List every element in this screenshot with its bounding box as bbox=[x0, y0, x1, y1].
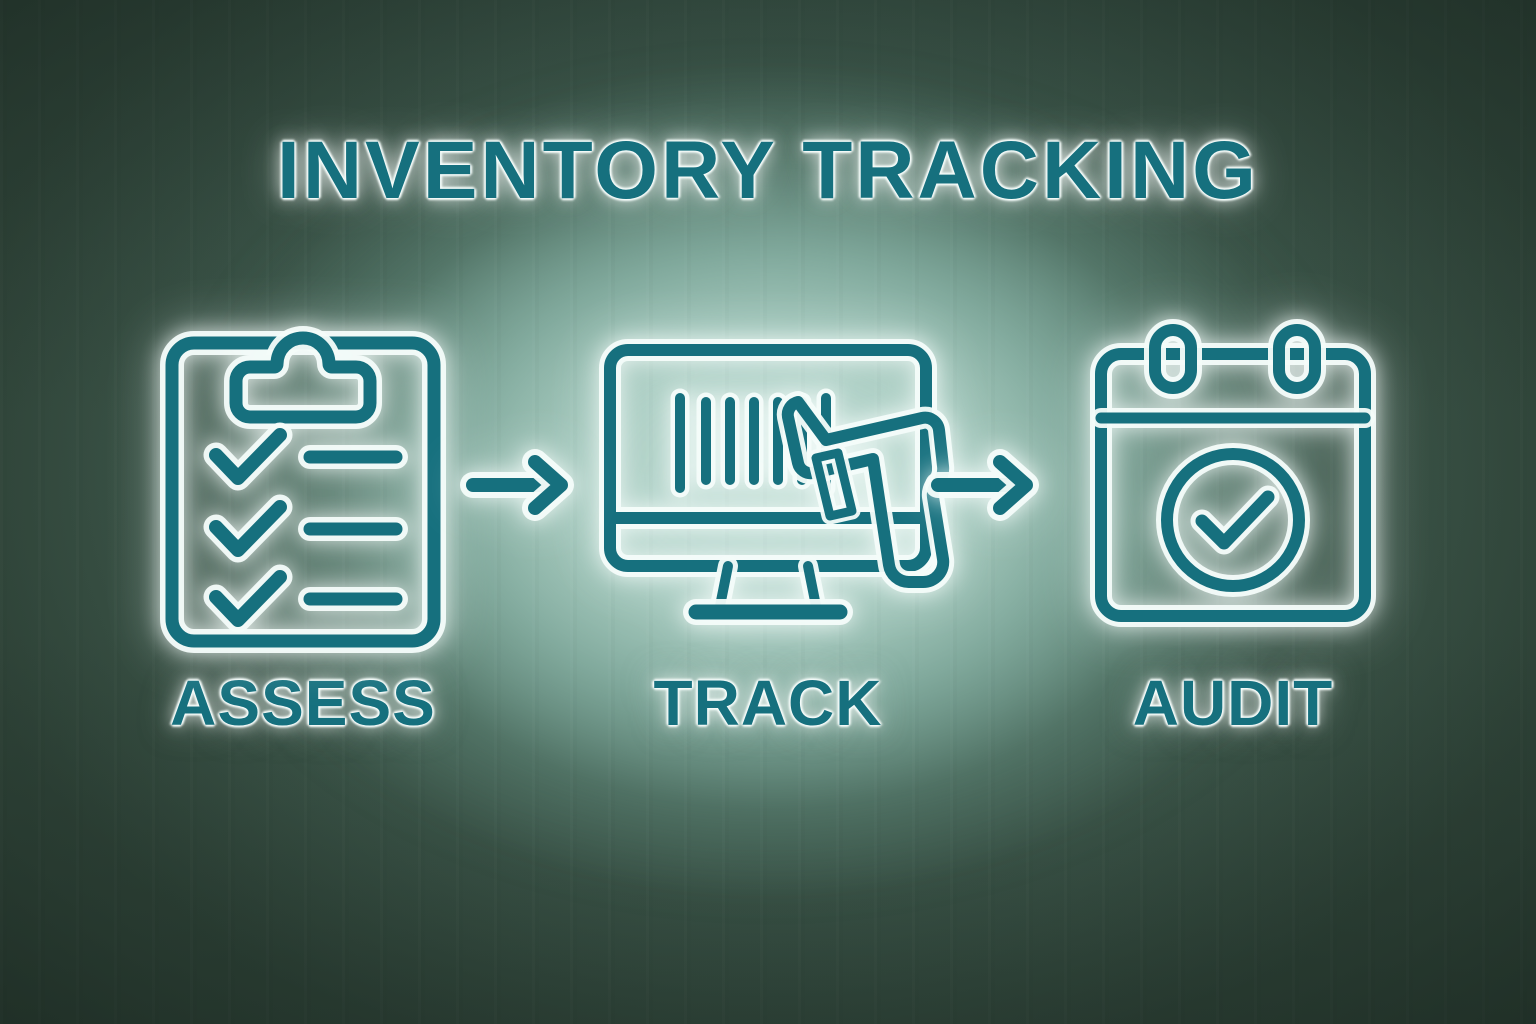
clipboard-checklist-icon bbox=[160, 326, 446, 653]
step-track[interactable]: TRACK bbox=[599, 300, 955, 740]
monitor-barcode-scanner-icon bbox=[599, 339, 955, 625]
step-assess[interactable]: ASSESS bbox=[138, 300, 468, 740]
arrow-track-to-audit bbox=[925, 449, 1040, 521]
arrow-right-icon bbox=[925, 449, 1039, 521]
calendar-check-icon bbox=[1090, 319, 1376, 627]
step-assess-icon-wrap bbox=[138, 300, 468, 660]
step-track-label: TRACK bbox=[653, 667, 883, 739]
step-audit[interactable]: AUDIT bbox=[1068, 300, 1398, 740]
step-audit-label: AUDIT bbox=[1132, 667, 1334, 739]
page-title: INVENTORY TRACKING bbox=[277, 125, 1259, 216]
calendar-rings bbox=[1144, 319, 1326, 399]
barcode-bars bbox=[670, 388, 836, 498]
arrow-right-icon bbox=[460, 449, 574, 521]
step-track-icon-wrap bbox=[599, 300, 955, 660]
process-step-row: ASSESS bbox=[0, 300, 1536, 820]
step-audit-icon-wrap bbox=[1068, 300, 1398, 660]
arrow-assess-to-track bbox=[460, 449, 575, 521]
step-assess-label: ASSESS bbox=[170, 667, 436, 739]
